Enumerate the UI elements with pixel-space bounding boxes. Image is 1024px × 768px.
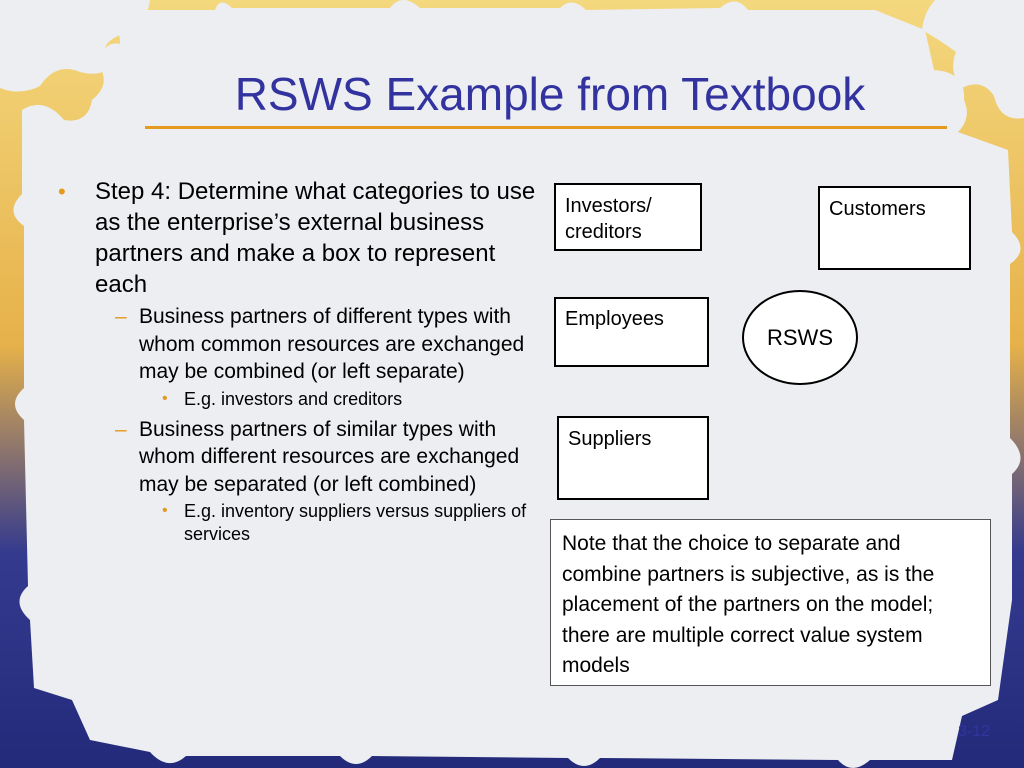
bullet-dot-icon: •	[162, 389, 168, 407]
box-employees: Employees	[554, 297, 709, 367]
sub-bullet-combined: – Business partners of different types w…	[58, 303, 538, 386]
rsws-ellipse: RSWS	[742, 290, 858, 385]
title-underline	[145, 126, 947, 129]
bullet-text: Step 4: Determine what categories to use…	[95, 178, 536, 298]
example-text: E.g. inventory suppliers versus supplier…	[184, 501, 527, 544]
bullet-dot-icon: •	[162, 502, 168, 519]
note-box: Note that the choice to separate and com…	[550, 519, 991, 686]
puzzle-piece-top-right	[922, 0, 1024, 119]
example-investors-creditors: • E.g. investors and creditors	[58, 388, 538, 411]
bullet-dot-icon: •	[58, 179, 66, 204]
slide-title: RSWS Example from Textbook	[234, 68, 866, 120]
bullet-list: • Step 4: Determine what categories to u…	[58, 176, 538, 546]
rsws-label: RSWS	[767, 324, 833, 350]
example-text: E.g. investors and creditors	[184, 388, 403, 409]
sub-bullet-separated: – Business partners of similar types wit…	[58, 416, 538, 499]
puzzle-piece-top-left	[0, 0, 150, 92]
page-number: 3-12	[957, 723, 990, 740]
dash-icon: –	[115, 417, 127, 441]
box-suppliers: Suppliers	[557, 416, 709, 500]
sub-bullet-text: Business partners of similar types with …	[139, 417, 520, 496]
example-suppliers: • E.g. inventory suppliers versus suppli…	[58, 500, 538, 546]
box-customers: Customers	[818, 186, 971, 270]
sub-bullet-text: Business partners of different types wit…	[139, 305, 525, 383]
box-investors-creditors: Investors/ creditors	[554, 183, 702, 251]
bullet-step-4: • Step 4: Determine what categories to u…	[58, 176, 538, 300]
dash-icon: –	[115, 305, 127, 328]
